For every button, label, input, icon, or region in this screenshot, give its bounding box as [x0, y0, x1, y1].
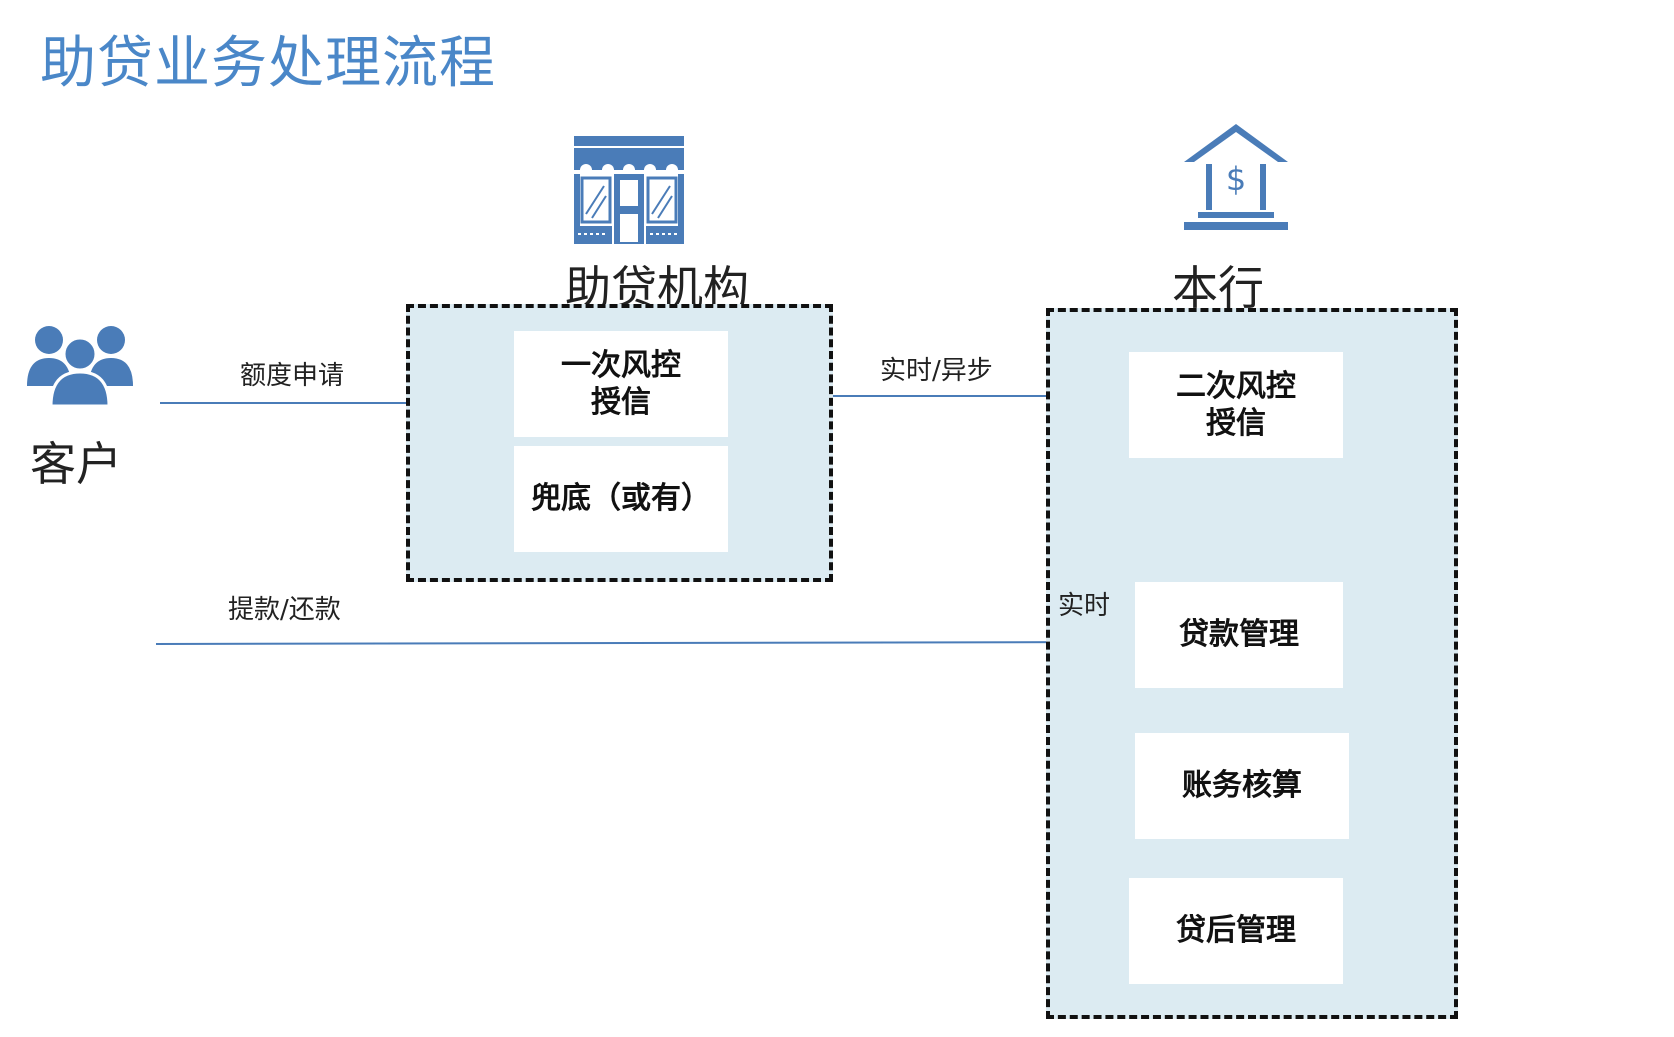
node-line: 贷后管理 [1176, 913, 1296, 949]
agency-node-first-risk-credit: 一次风控 授信 [514, 331, 728, 437]
storefront-icon [574, 136, 684, 244]
node-line: 账务核算 [1182, 768, 1302, 804]
arrow-label-realtime-async: 实时/异步 [880, 356, 993, 386]
arrow-label-apply: 额度申请 [240, 361, 345, 391]
bank-node-second-risk-credit: 二次风控 授信 [1129, 352, 1343, 458]
node-line: 二次风控 [1176, 368, 1296, 404]
node-line: 授信 [1206, 406, 1266, 441]
bank-node-post-loan: 贷后管理 [1129, 878, 1343, 984]
customer-actor: 客户 [20, 318, 140, 491]
arrow-label-realtime: 实时 [1058, 591, 1111, 621]
node-line: 兜底（或有） [531, 481, 711, 517]
arrow-label-withdraw-repay: 提款/还款 [228, 595, 341, 625]
node-line: 授信 [591, 385, 651, 420]
node-line: 一次风控 [561, 347, 681, 383]
bank-node-loan-management: 贷款管理 [1135, 582, 1343, 688]
customer-label: 客户 [30, 437, 122, 491]
bank-node-accounting: 账务核算 [1135, 733, 1349, 839]
users-icon [27, 326, 133, 408]
agency-node-guarantee: 兜底（或有） [514, 446, 728, 552]
page-title: 助贷业务处理流程 [40, 31, 496, 96]
bank-icon: $ [1184, 124, 1288, 230]
node-line: 贷款管理 [1179, 617, 1299, 653]
arrow-withdraw-repay [155, 637, 1109, 648]
bank-label: 本行 [1172, 261, 1264, 315]
svg-text:$: $ [1226, 160, 1246, 198]
